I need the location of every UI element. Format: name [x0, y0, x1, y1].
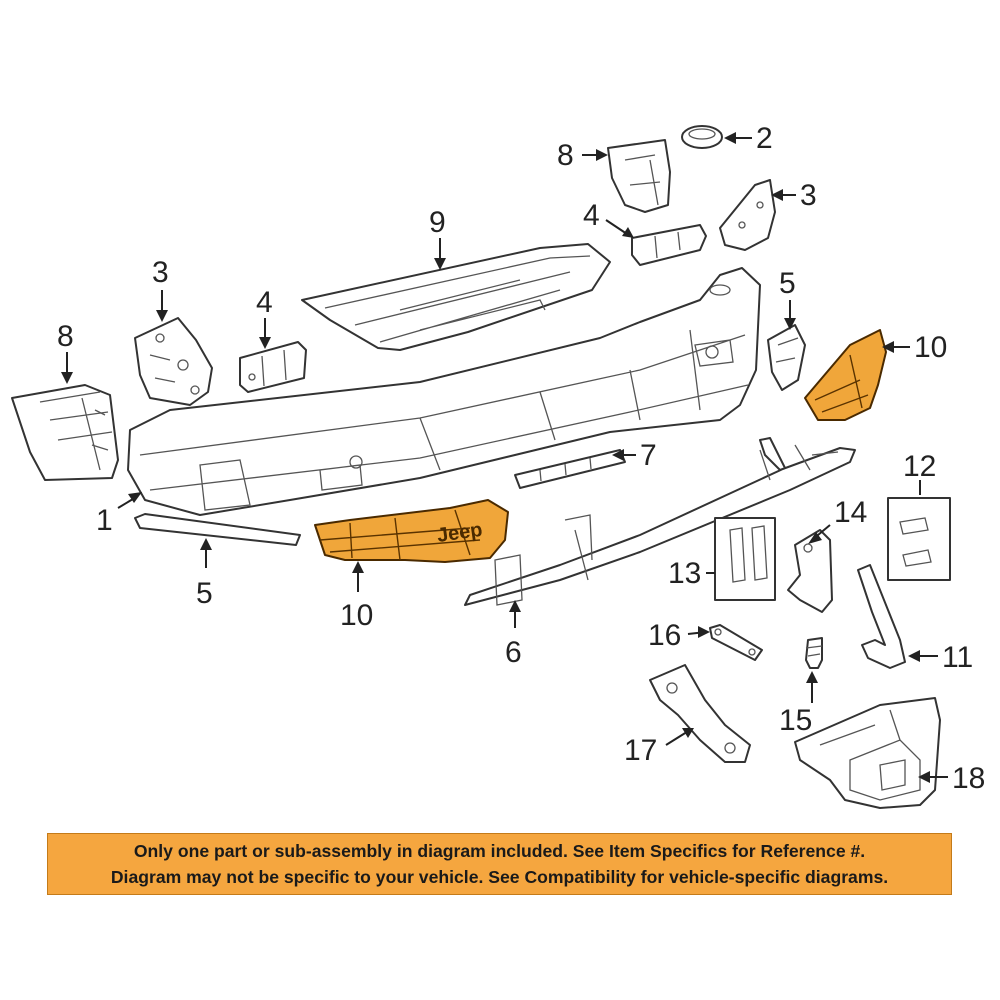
- part-5-lower-molding: [134, 513, 301, 546]
- part-10-right-step-highlighted: [804, 329, 887, 421]
- part-17-hitch-strap: [649, 664, 751, 763]
- callout-5-bottom: 5: [196, 577, 213, 610]
- callout-9: 9: [429, 206, 446, 239]
- callout-3-right: 3: [800, 179, 817, 212]
- callout-14: 14: [834, 496, 867, 529]
- callout-16: 16: [648, 619, 681, 652]
- leader-lines: [61, 132, 948, 783]
- part-16-link: [709, 624, 763, 661]
- part-8-right-bracket: [607, 139, 671, 213]
- callout-18: 18: [952, 762, 985, 795]
- callout-12: 12: [903, 450, 936, 483]
- part-7-strip: [514, 449, 626, 489]
- callout-1: 1: [96, 504, 113, 537]
- part-2-cap: [681, 125, 723, 149]
- callout-13: 13: [668, 557, 701, 590]
- callout-4-right: 4: [583, 199, 600, 232]
- callout-11: 11: [942, 641, 973, 674]
- part-14-bracket: [787, 529, 833, 613]
- part-3-right-bracket: [719, 179, 776, 251]
- disclaimer-banner: Only one part or sub-assembly in diagram…: [47, 833, 952, 895]
- part-4-left-bracket: [239, 341, 307, 393]
- callout-2: 2: [756, 122, 773, 155]
- part-13-clips: [714, 517, 776, 601]
- part-8-left-end-cap: [11, 384, 119, 481]
- disclaimer-line-2: Diagram may not be specific to your vehi…: [110, 867, 889, 887]
- callout-4-left: 4: [256, 286, 273, 319]
- callout-10-bottom: 10: [340, 599, 373, 632]
- callout-7: 7: [640, 439, 657, 472]
- callout-15: 15: [779, 704, 812, 737]
- part-18-hitch-receiver: [794, 697, 941, 809]
- disclaimer-line-1: Only one part or sub-assembly in diagram…: [133, 841, 866, 861]
- part-4-right-bracket: [631, 224, 707, 266]
- callout-8-right: 8: [557, 139, 574, 172]
- part-12-bolts: [887, 497, 951, 581]
- callout-6: 6: [505, 636, 522, 669]
- part-3-left-bracket: [134, 317, 213, 406]
- part-10-center-step-highlighted: Jeep: [314, 499, 509, 563]
- callout-5-right: 5: [779, 267, 796, 300]
- callout-8-left: 8: [57, 320, 74, 353]
- part-11-tow-hook: [857, 564, 906, 669]
- part-9-step-pad: [301, 243, 611, 351]
- callout-17: 17: [624, 734, 657, 767]
- callout-10-right: 10: [914, 331, 947, 364]
- part-1-bumper: [127, 267, 761, 516]
- callout-labels: 1 2 3 3 4 4 5 5 6 7 8 8 9 10 10 11 12 13…: [57, 122, 985, 795]
- callout-3-left: 3: [152, 256, 169, 289]
- part-15-bolt: [805, 637, 823, 669]
- part-5-right-trim: [767, 324, 806, 391]
